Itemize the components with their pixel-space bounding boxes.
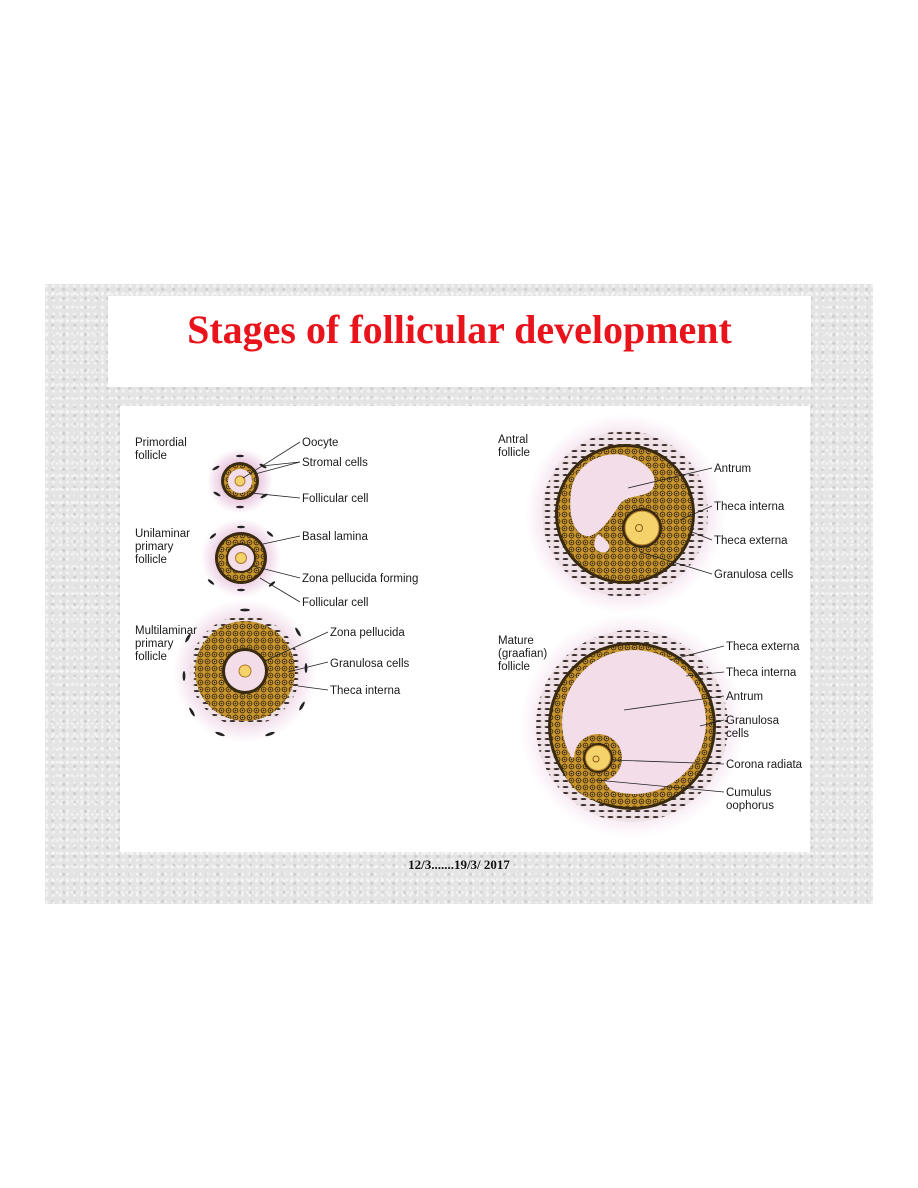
title-box: Stages of follicular development: [108, 296, 811, 387]
primordial-follicle: [207, 448, 273, 514]
primordial-label-stromal: Stromal cells: [302, 457, 368, 469]
slide-footer-date: 12/3.......19/3/ 2017: [408, 857, 510, 872]
unilaminar-label-zona: Zona pellucida forming: [302, 573, 418, 585]
mature-label-theca-interna: Theca interna: [726, 667, 797, 679]
antral-label-theca-interna: Theca interna: [714, 501, 785, 513]
multilaminar-leader-lines: [264, 631, 329, 691]
antral-label-antrum: Antrum: [714, 463, 751, 475]
unilaminar-follicle: [201, 518, 281, 598]
mature-name: Mature(graafian)follicle: [498, 635, 547, 673]
antral-label-granulosa: Granulosa cells: [714, 569, 794, 581]
antral-label-theca-externa: Theca externa: [714, 535, 788, 547]
mature-label-antrum: Antrum: [726, 691, 763, 703]
unilaminar-leader-lines: [252, 535, 301, 603]
unilaminar-label-follicular: Follicular cell: [302, 597, 368, 609]
multilaminar-label-theca: Theca interna: [330, 685, 401, 697]
mature-leader-lines: [595, 645, 725, 793]
multilaminar-follicle: [173, 599, 317, 743]
slide: Stages of follicular development: [45, 284, 873, 904]
unilaminar-label-basal: Basal lamina: [302, 531, 368, 543]
slide-title: Stages of follicular development: [187, 307, 732, 352]
primordial-label-oocyte: Oocyte: [302, 437, 338, 449]
multilaminar-label-zona: Zona pellucida: [330, 627, 405, 639]
multilaminar-label-granulosa: Granulosa cells: [330, 658, 410, 670]
primordial-label-follicular: Follicular cell: [302, 493, 368, 505]
mature-follicle: [520, 614, 744, 838]
primordial-leader-lines: [242, 441, 301, 499]
antral-leader-lines: [627, 467, 713, 575]
antral-follicle: [525, 414, 725, 614]
mature-label-theca-externa: Theca externa: [726, 641, 800, 653]
mature-label-corona: Corona radiata: [726, 759, 803, 771]
